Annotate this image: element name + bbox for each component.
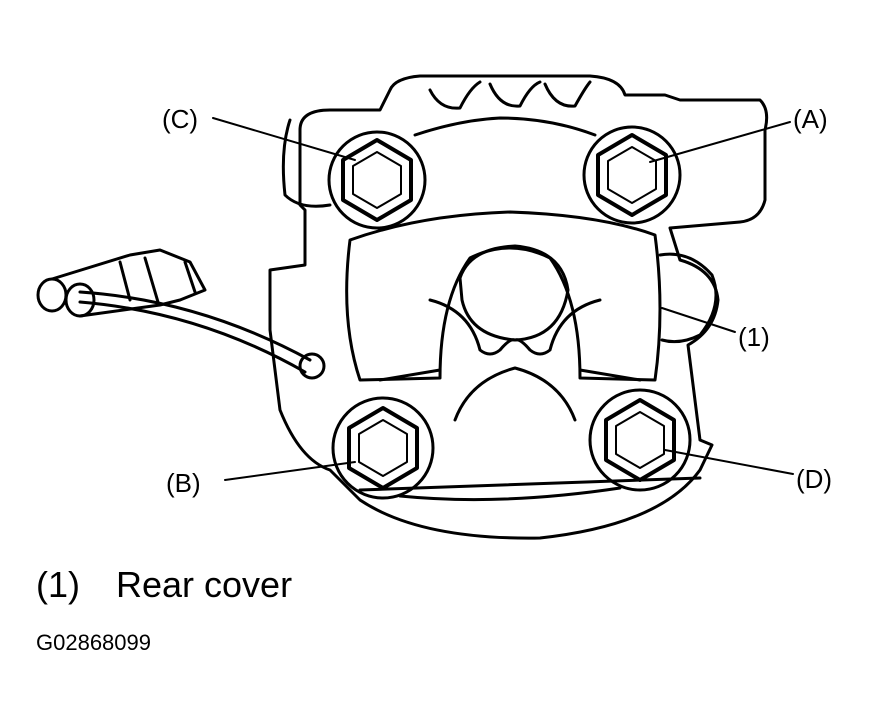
label-a: (A) <box>793 104 828 134</box>
label-d: (D) <box>796 464 832 494</box>
sensor-wire <box>78 290 312 362</box>
legend-text: Rear cover <box>116 564 293 605</box>
right-lobe <box>658 252 718 344</box>
rear-cover-illustration: (C) (A) (1) (B) (D) <box>36 74 832 540</box>
nut-d <box>604 398 676 482</box>
lower-opening <box>453 366 577 422</box>
connector-end-2 <box>64 282 96 318</box>
center-waist <box>428 298 602 356</box>
leader-one <box>661 307 736 333</box>
left-boss <box>281 118 332 208</box>
label-c: (C) <box>162 104 198 134</box>
leader-b <box>224 461 356 481</box>
upper-opening <box>458 244 570 342</box>
leader-a <box>649 121 791 163</box>
upper-bridge <box>413 116 597 137</box>
housing-outline <box>268 74 769 540</box>
nut-a <box>596 133 668 217</box>
connector-end-1 <box>36 277 68 313</box>
label-1: (1) <box>738 322 770 352</box>
figure-id: G02868099 <box>36 630 151 655</box>
top-ribs <box>428 80 592 110</box>
leader-d <box>664 449 794 475</box>
legend-caption: (1) Rear cover <box>36 564 292 606</box>
sensor-port <box>298 352 326 380</box>
nut-c <box>341 138 413 222</box>
leader-c <box>212 117 356 161</box>
nut-b <box>347 406 419 490</box>
legend-number: (1) <box>36 564 80 605</box>
lower-web <box>358 368 702 502</box>
connector-body <box>50 248 207 318</box>
label-b: (B) <box>166 468 201 498</box>
center-body <box>345 210 662 382</box>
